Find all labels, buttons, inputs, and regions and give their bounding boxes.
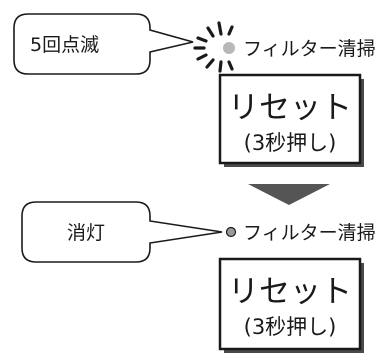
top-indicator-led (223, 42, 235, 54)
bottom-reset-button-sublabel: (3秒押し) (244, 315, 337, 339)
bottom-section: 消灯 フィルター清掃 リセット (3秒押し) (21, 201, 376, 353)
down-arrow-icon (248, 184, 330, 205)
bottom-callout-bubble (21, 201, 223, 263)
top-indicator-label: フィルター清掃 (243, 38, 376, 60)
bottom-indicator-label: フィルター清掃 (243, 222, 376, 244)
bottom-reset-button-label: リセット (228, 274, 352, 310)
top-reset-button[interactable] (218, 73, 362, 165)
top-reset-button-label: リセット (228, 90, 352, 126)
blink-rays-icon (193, 21, 234, 73)
bottom-indicator-led (225, 226, 237, 238)
top-callout-text: 5回点滅 (30, 34, 99, 56)
top-section: 5回点滅 フィルター清掃 リセット (3秒押し) (13, 13, 376, 167)
bottom-callout-text: 消灯 (67, 222, 105, 244)
top-callout-bubble (13, 13, 194, 75)
bottom-reset-button[interactable] (218, 257, 362, 351)
top-reset-button-sublabel: (3秒押し) (244, 131, 337, 155)
